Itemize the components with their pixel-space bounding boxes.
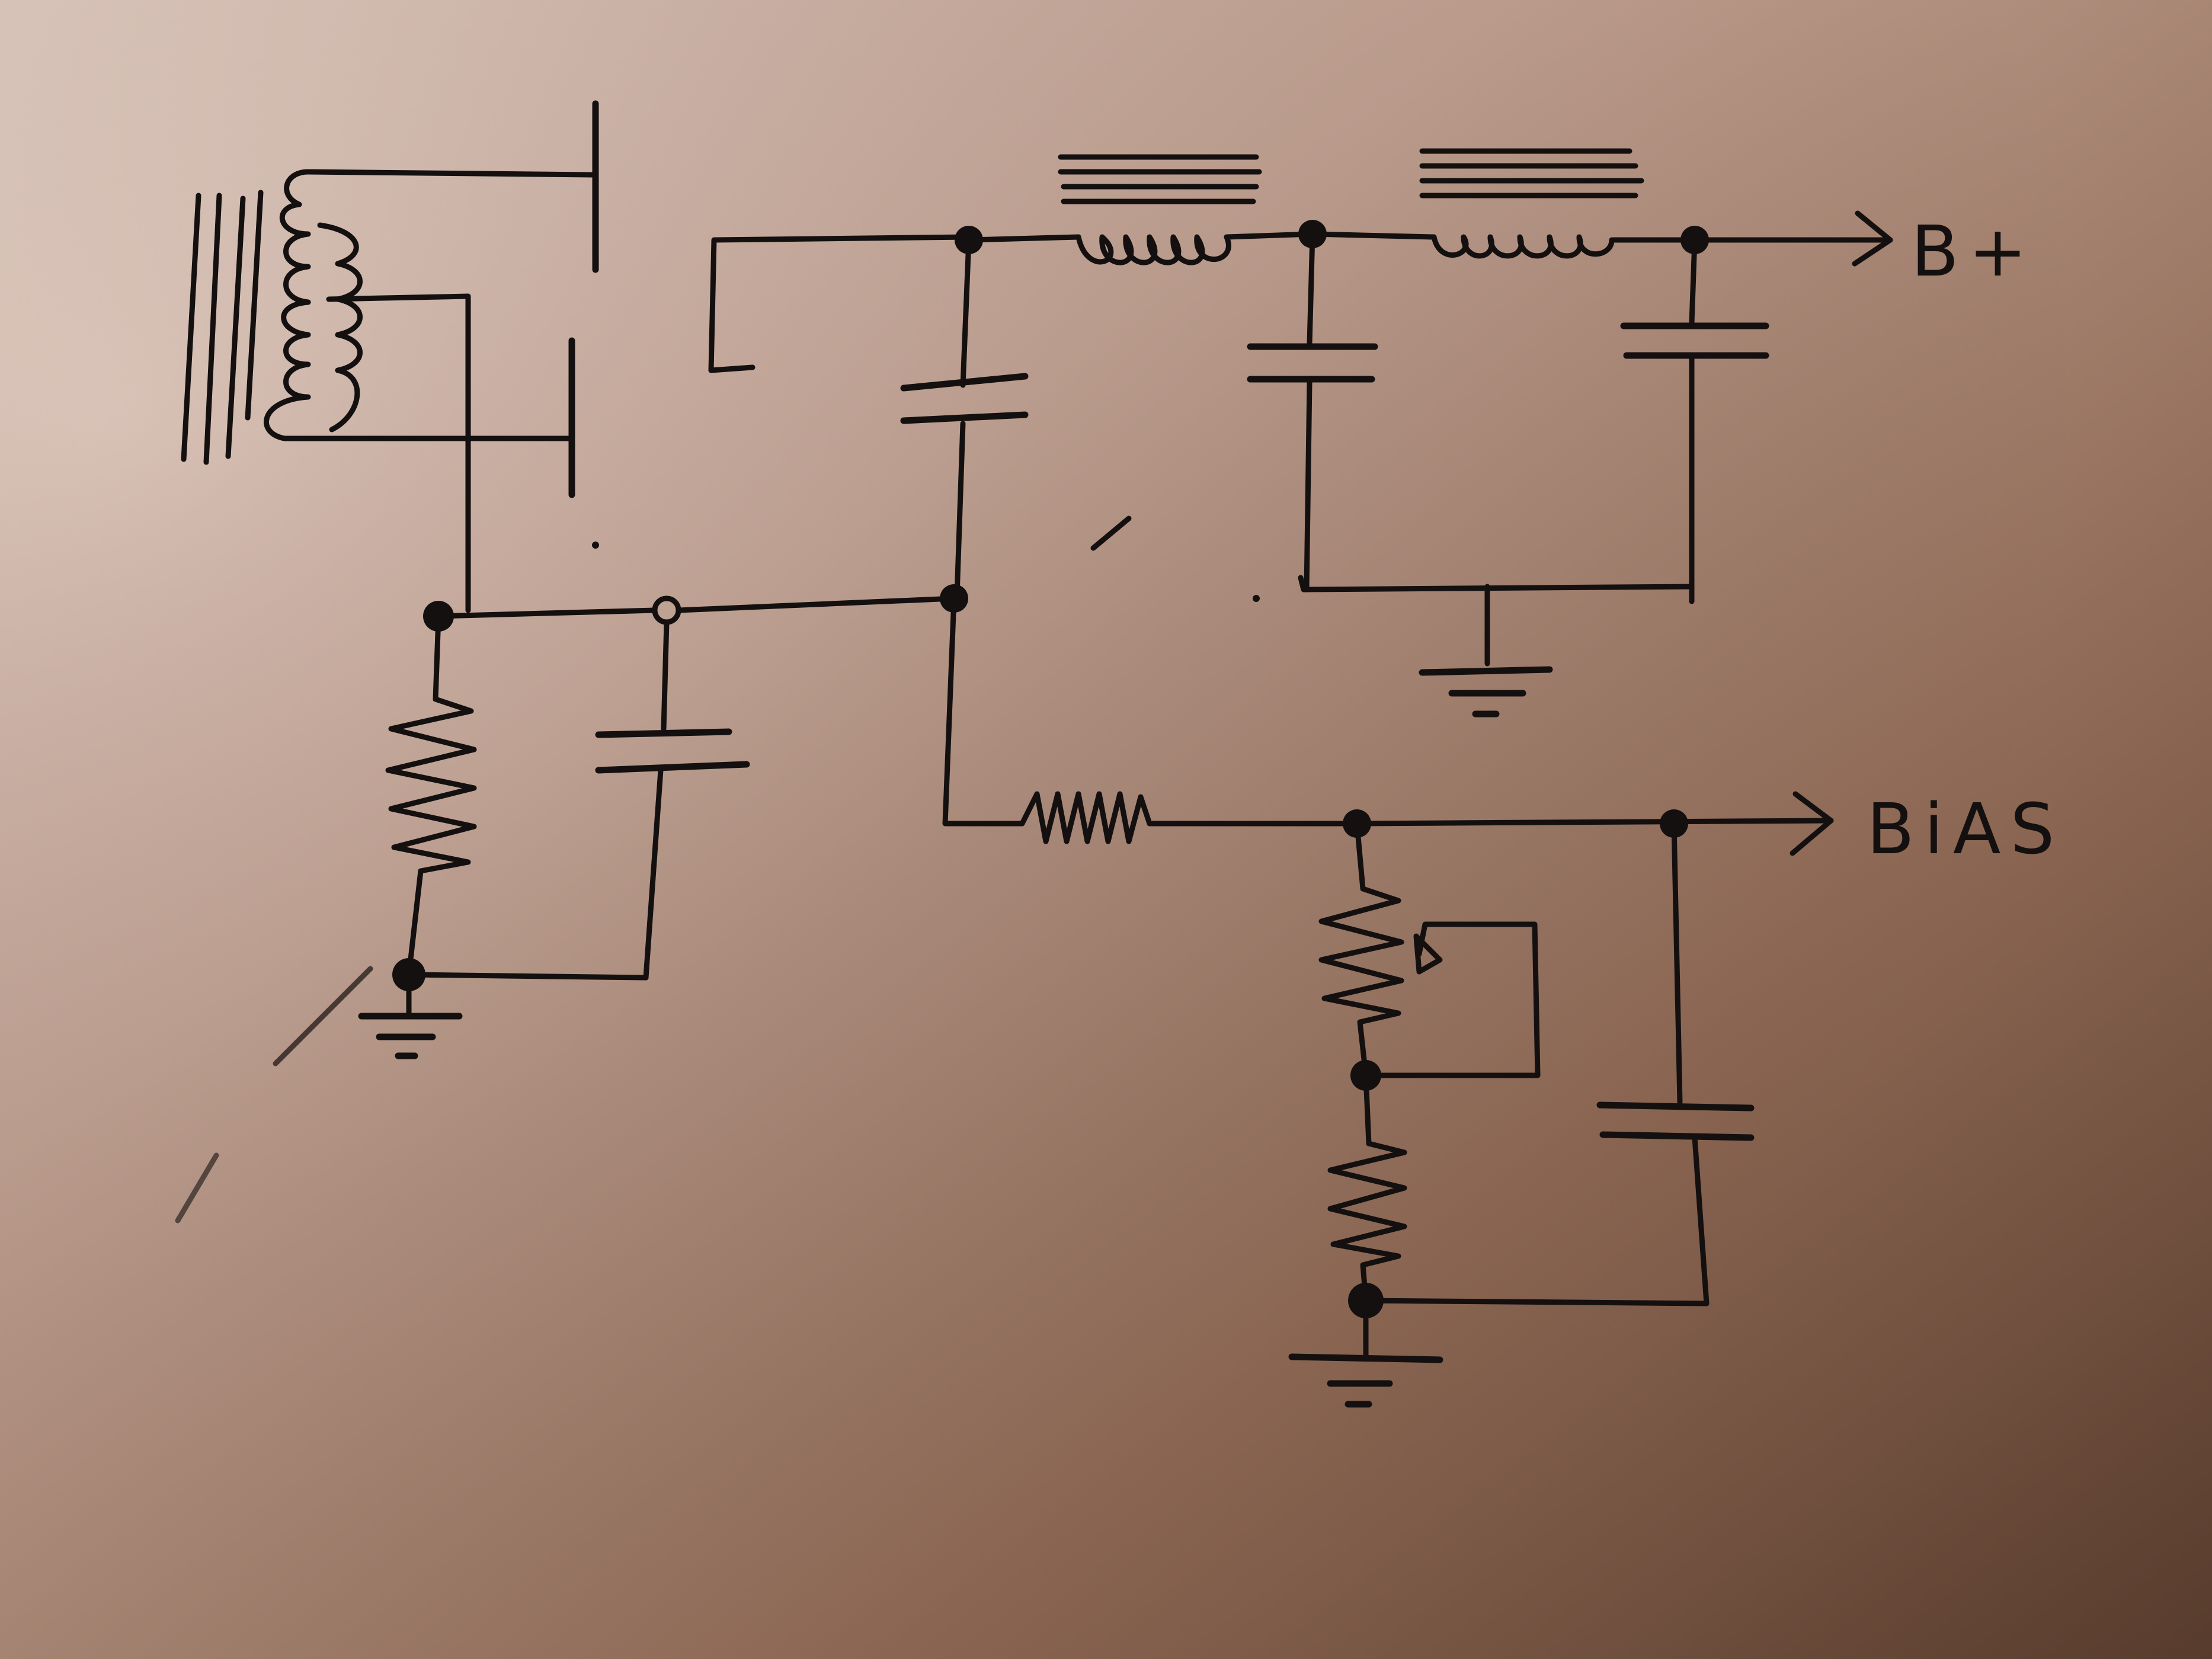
centertap-capacitor [595,619,750,981]
bias-series-resistor [1019,791,1360,844]
choke-2 [1419,148,1698,259]
centertap-resistor [385,613,477,978]
stray-pen-marks [175,515,1260,1224]
bias-arrow [1790,791,1834,856]
power-transformer [181,100,599,613]
primary-winding [264,169,596,441]
bplus-filter: B+ [966,148,2037,292]
bias-feed [942,595,1025,827]
choke-1 [1058,154,1315,265]
filter-capacitor-1 [900,237,1029,598]
ground-symbol [1419,666,1553,718]
bplus-arrow [1852,210,1893,267]
filter-capacitor-3 [1620,237,1769,601]
bias-label: BiAS [1867,788,2064,870]
filter-ground-bus [1298,575,1695,667]
ground-symbol [358,1013,463,1059]
transformer-core [181,190,264,465]
transformer-leads [568,100,599,498]
bplus-label: B+ [1911,210,2037,292]
bias-capacitor [1363,821,1755,1306]
centertap-ground-return [406,972,649,1016]
filter-capacitor-2 [1247,231,1378,592]
rectifier-loop [708,234,972,373]
centertap-bus [436,595,957,619]
pot-wiper-link [1363,921,1541,1078]
bias-lower-resistor [1327,1072,1407,1304]
bias-pot [1318,821,1541,1078]
bias-output: BiAS [1354,788,2064,870]
secondary-winding [317,222,471,613]
bias-ground [1288,1298,1443,1408]
